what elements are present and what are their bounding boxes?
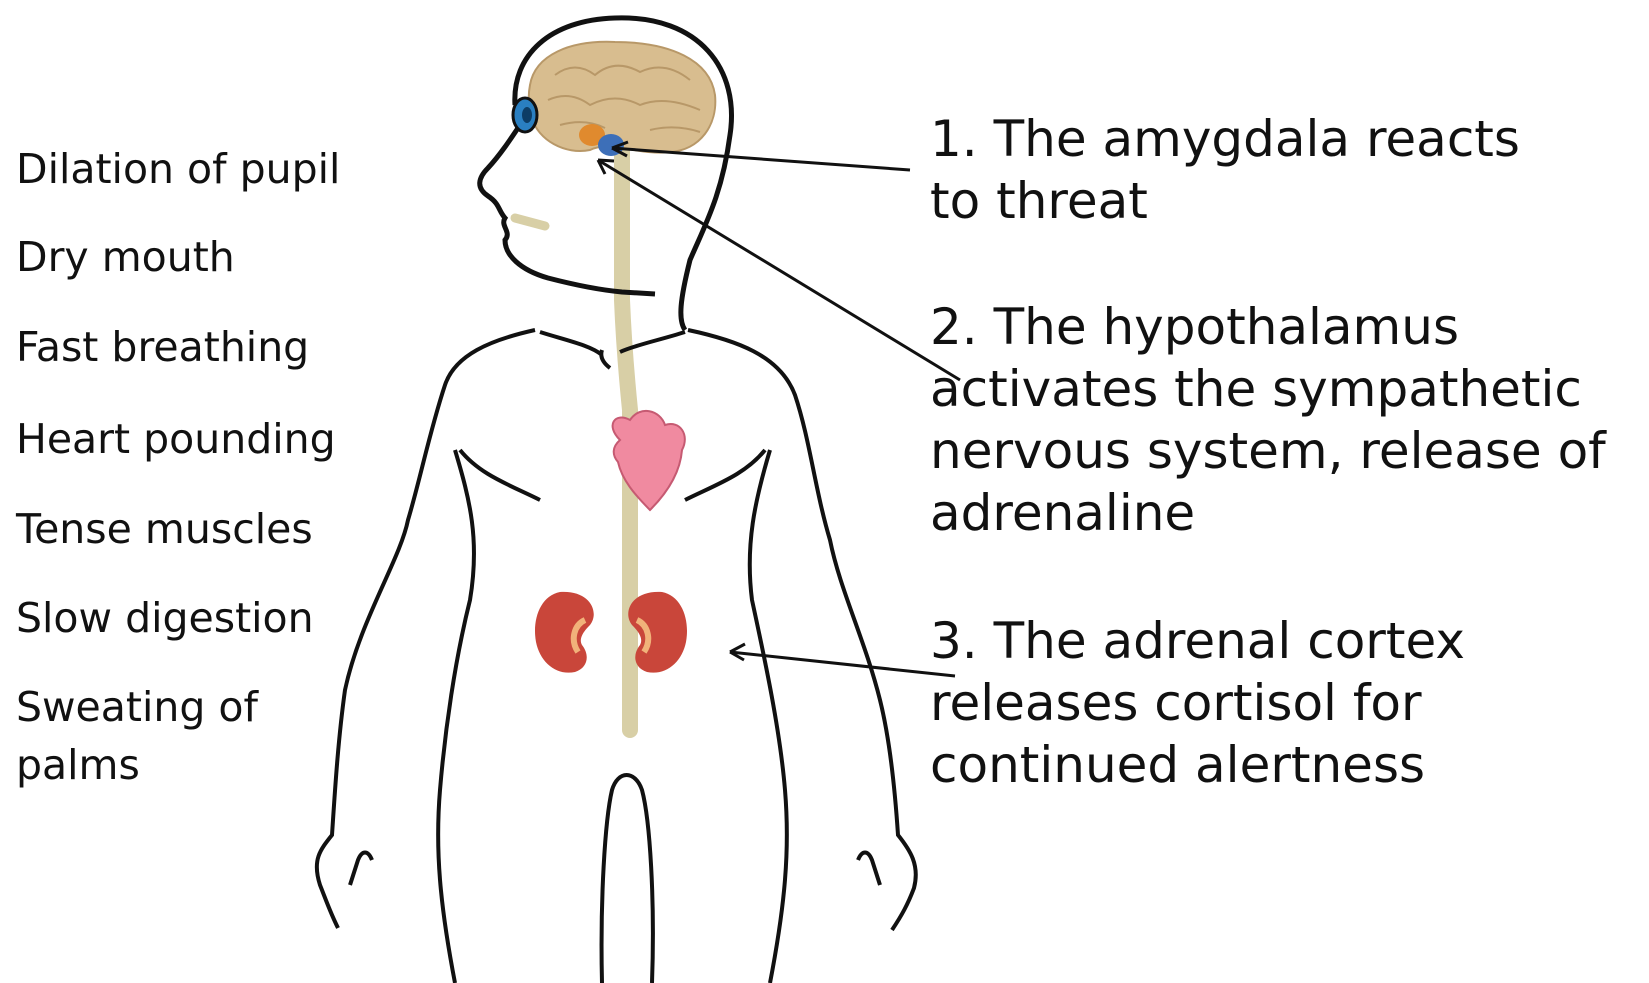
legs	[602, 775, 653, 983]
left-body-outline	[317, 330, 535, 983]
collarbones	[540, 332, 685, 368]
symptom-pupil: Dilation of pupil	[16, 140, 340, 198]
symptom-slow-digestion: Slow digestion	[16, 589, 314, 647]
mouth	[515, 218, 545, 226]
symptom-heart-pounding: Heart pounding	[16, 410, 336, 468]
left-kidney	[535, 592, 594, 673]
step-amygdala: 1. The amygdala reacts to threat	[930, 108, 1570, 232]
chest-lines	[460, 450, 765, 500]
pupil	[522, 107, 532, 123]
step-hypothalamus: 2. The hypothalamus activates the sympat…	[930, 296, 1645, 544]
symptom-fast-breathing: Fast breathing	[16, 318, 309, 376]
pointer-hypothalamus	[598, 160, 960, 380]
step-adrenal-cortex: 3. The adrenal cortex releases cortisol …	[930, 610, 1490, 796]
right-body-outline	[688, 330, 916, 983]
symptom-dry-mouth: Dry mouth	[16, 228, 235, 286]
symptom-sweating-palms: Sweating of palms	[16, 678, 316, 794]
symptom-tense-muscles: Tense muscles	[16, 500, 313, 558]
pointer-amygdala	[612, 148, 910, 170]
